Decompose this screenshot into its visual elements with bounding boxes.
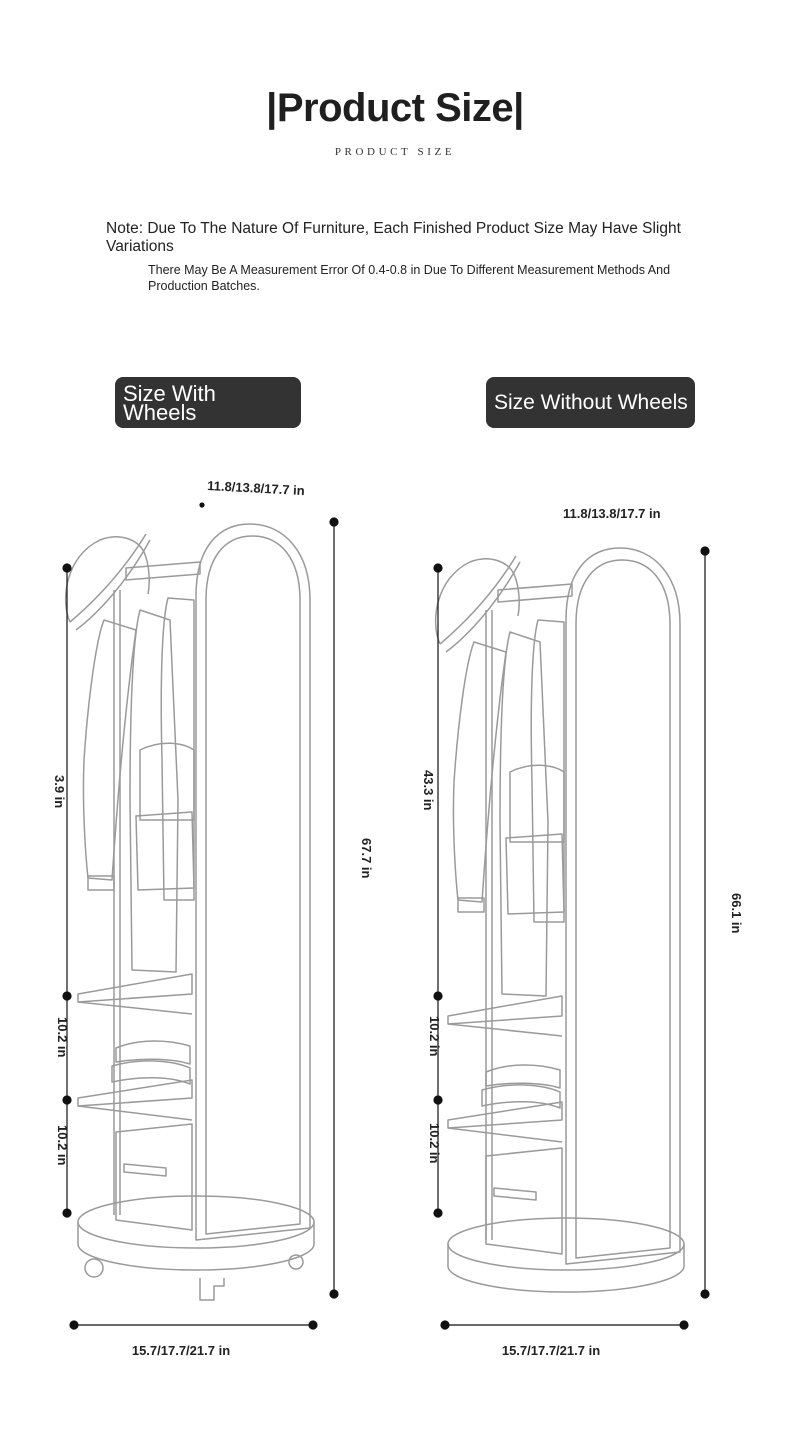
without-wheels-width-label: 15.7/17.7/21.7 in [502, 1343, 600, 1358]
dim-dot [700, 1289, 710, 1299]
without-wheels-depth-label: 11.8/13.8/17.7 in [563, 506, 661, 521]
without-wheels-dimension-lines [433, 546, 710, 1330]
dim-dot [700, 546, 710, 556]
dim-dot [62, 1208, 72, 1218]
rack-with-wheels-illustration [64, 523, 315, 1301]
with-wheels-hanging-height-label: 3.9 in [52, 775, 67, 808]
size-without-wheels-badge: Size Without Wheels [486, 377, 695, 428]
with-wheels-depth-label: 11.8/13.8/17.7 in [207, 478, 305, 498]
page-subtitle: PRODUCT SIZE [334, 146, 456, 158]
page-title: |Product Size| [266, 86, 524, 130]
dim-dot [679, 1320, 689, 1330]
dim-dot [329, 1289, 339, 1299]
rack-without-wheels-illustration [434, 547, 685, 1293]
measurement-error-note: There May Be A Measurement Error Of 0.4-… [148, 263, 671, 293]
without-wheels-total-height-label: 66.1 in [729, 893, 744, 934]
without-wheels-hanging-height-label: 43.3 in [421, 770, 436, 811]
with-wheels-shelf-gap-1-label: 10.2 in [55, 1017, 70, 1058]
dim-dot [433, 563, 443, 573]
dim-dot [440, 1320, 450, 1330]
dim-dot [199, 502, 205, 508]
dim-dot [433, 1095, 443, 1105]
with-wheels-dimension-lines [62, 502, 339, 1330]
dim-dot [62, 563, 72, 573]
dim-dot [69, 1320, 79, 1330]
dim-dot [62, 1095, 72, 1105]
dim-dot [62, 991, 72, 1001]
dim-dot [329, 517, 339, 527]
without-wheels-shelf-gap-2-label: 10.2 in [427, 1123, 442, 1164]
with-wheels-total-height-label: 67.7 in [359, 838, 374, 879]
size-without-wheels-label: Size Without Wheels [494, 390, 688, 414]
variation-note: Note: Due To The Nature Of Furniture, Ea… [106, 220, 681, 255]
with-wheels-width-label: 15.7/17.7/21.7 in [132, 1343, 230, 1358]
dim-dot [308, 1320, 318, 1330]
with-wheels-shelf-gap-2-label: 10.2 in [55, 1125, 70, 1166]
size-with-wheels-badge: Size With Wheels [115, 377, 301, 428]
size-with-wheels-label: Size With Wheels [123, 380, 216, 425]
dim-dot [433, 991, 443, 1001]
without-wheels-shelf-gap-1-label: 10.2 in [427, 1016, 442, 1057]
dim-dot [433, 1208, 443, 1218]
